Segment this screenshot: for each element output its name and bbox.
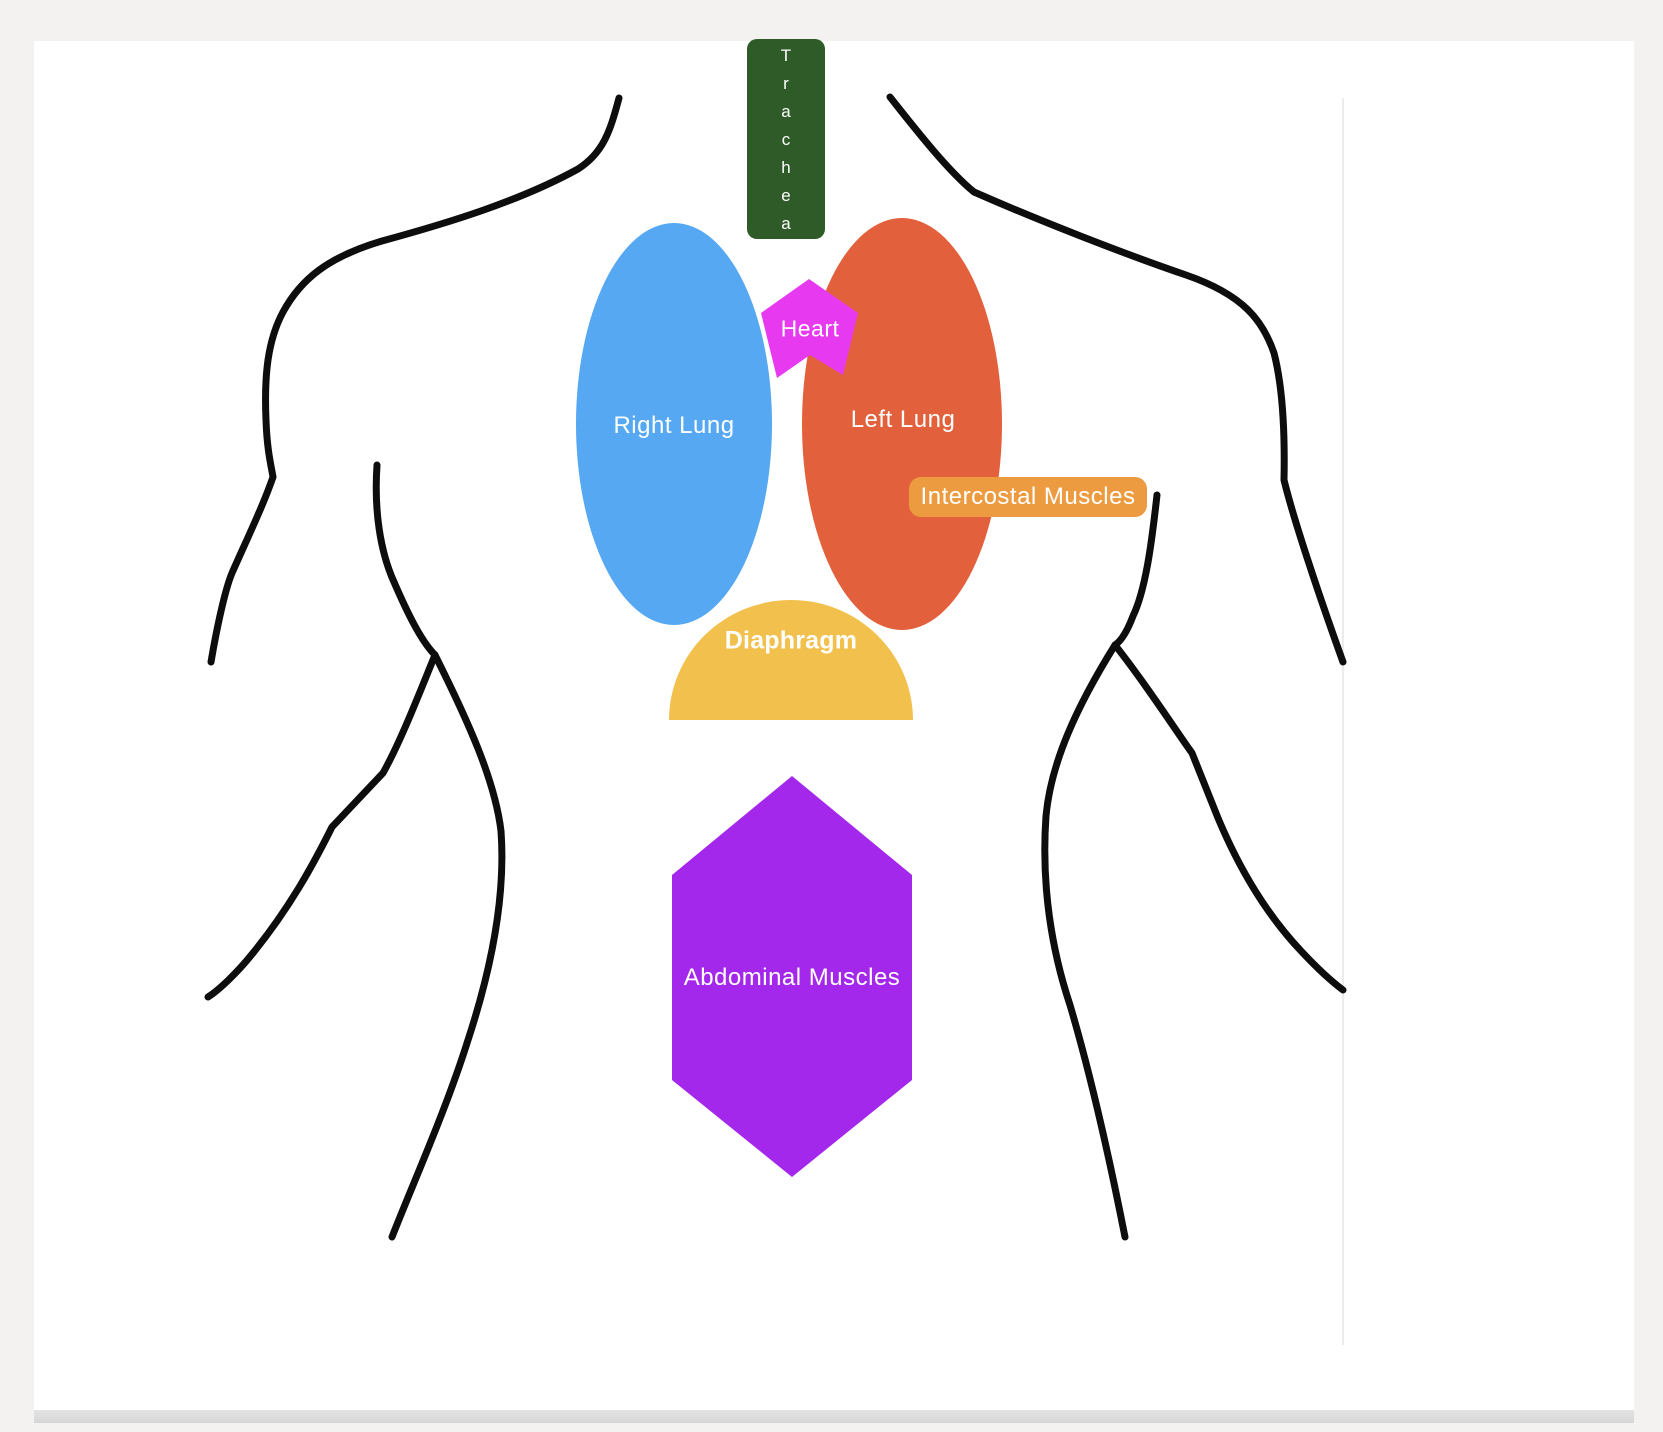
- trachea-letter: a: [781, 213, 791, 233]
- diaphragm-label[interactable]: Diaphragm: [724, 626, 858, 655]
- heart-label[interactable]: Heart: [780, 315, 840, 342]
- trachea-letter: r: [783, 73, 789, 93]
- trachea-label[interactable]: T r a c h e a: [747, 39, 825, 239]
- trachea-letter: a: [781, 101, 791, 121]
- right-torso-side-line: [1041, 641, 1129, 1241]
- trachea-shape[interactable]: [747, 39, 825, 239]
- left-lung-label[interactable]: Left Lung: [850, 406, 956, 433]
- left-armpit-line: [372, 461, 439, 659]
- abdominal-muscles-shape[interactable]: [672, 776, 912, 1177]
- heart-shape[interactable]: [761, 279, 858, 378]
- trachea-letter: e: [781, 185, 791, 205]
- right-lung-shape[interactable]: [576, 223, 772, 625]
- body-image-edge: [1342, 98, 1344, 1345]
- trachea-letter: h: [781, 157, 791, 177]
- canvas-bottom-scroll-track[interactable]: [34, 1410, 1634, 1423]
- diaphragm-shape[interactable]: [669, 600, 913, 720]
- body-outline[interactable]: [204, 93, 1347, 1241]
- right-inner-arm-line: [1111, 641, 1347, 994]
- left-neck-shoulder-arm-line: [207, 94, 623, 666]
- left-torso-side-line: [388, 651, 506, 1241]
- intercostal-muscles-label[interactable]: Intercostal Muscles: [920, 483, 1136, 510]
- whiteboard-canvas[interactable]: [34, 41, 1634, 1410]
- intercostal-muscles-shape[interactable]: [909, 477, 1147, 517]
- right-armpit-line: [1111, 491, 1161, 649]
- right-neck-shoulder-arm-line: [886, 93, 1347, 666]
- right-lung-label[interactable]: Right Lung: [613, 412, 735, 439]
- abdominal-muscles-label[interactable]: Abdominal Muscles: [683, 964, 901, 991]
- trachea-letter: T: [780, 45, 792, 65]
- trachea-letter: c: [781, 129, 791, 149]
- left-inner-arm-line: [204, 651, 439, 1001]
